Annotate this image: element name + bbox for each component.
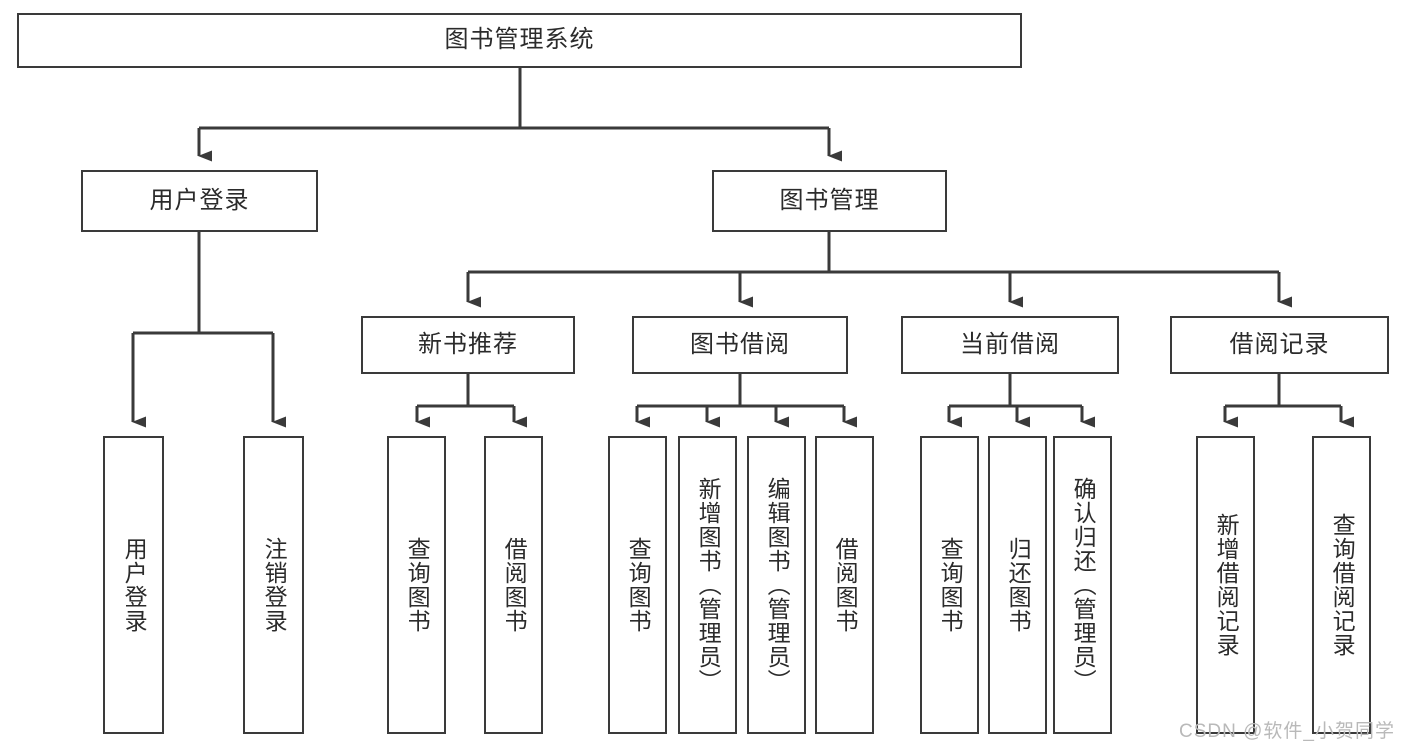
node-book-borrow-label: 图书借阅 [690,330,790,358]
node-leaf-add-borrow-record-label: 新增借阅记录 [1213,513,1240,657]
node-book-manage-label: 图书管理 [779,186,880,214]
node-leaf-confirm-return-admin-label: 确认归还（管理员） [1070,477,1097,693]
node-book-manage[interactable]: 图书管理 [712,170,947,232]
node-leaf-borrow-book-recommend[interactable]: 借阅图书 [484,436,543,734]
node-borrow-record[interactable]: 借阅记录 [1170,316,1389,374]
node-leaf-query-book-recommend-label: 查询图书 [404,537,431,633]
node-leaf-edit-book-admin[interactable]: 编辑图书（管理员） [747,436,806,734]
node-book-borrow[interactable]: 图书借阅 [632,316,848,374]
node-leaf-user-logout-label: 注销登录 [261,537,288,633]
node-leaf-add-book-admin[interactable]: 新增图书（管理员） [678,436,737,734]
node-user-login-label: 用户登录 [149,186,250,214]
node-leaf-query-borrow-record-label: 查询借阅记录 [1329,513,1356,657]
node-root[interactable]: 图书管理系统 [17,13,1022,68]
node-current-borrow[interactable]: 当前借阅 [901,316,1119,374]
csdn-watermark: CSDN @软件_小贺同学 [1179,721,1395,742]
node-leaf-user-login-label: 用户登录 [121,537,148,633]
node-user-login[interactable]: 用户登录 [81,170,318,232]
node-leaf-add-borrow-record[interactable]: 新增借阅记录 [1196,436,1255,734]
node-leaf-user-logout[interactable]: 注销登录 [243,436,304,734]
node-leaf-user-login[interactable]: 用户登录 [103,436,164,734]
node-leaf-return-book[interactable]: 归还图书 [988,436,1047,734]
node-leaf-query-book-recommend[interactable]: 查询图书 [387,436,446,734]
node-leaf-borrow-book[interactable]: 借阅图书 [815,436,874,734]
node-root-label: 图书管理系统 [444,26,595,54]
node-leaf-return-book-label: 归还图书 [1005,537,1032,633]
node-new-book-recommend[interactable]: 新书推荐 [361,316,575,374]
node-leaf-edit-book-admin-label: 编辑图书（管理员） [764,477,791,693]
node-new-book-recommend-label: 新书推荐 [418,330,518,358]
node-leaf-confirm-return-admin[interactable]: 确认归还（管理员） [1053,436,1112,734]
node-leaf-borrow-book-recommend-label: 借阅图书 [501,537,528,633]
node-leaf-query-book-current[interactable]: 查询图书 [920,436,979,734]
node-leaf-query-book-borrow[interactable]: 查询图书 [608,436,667,734]
node-leaf-borrow-book-label: 借阅图书 [832,537,859,633]
node-leaf-add-book-admin-label: 新增图书（管理员） [695,477,722,693]
node-leaf-query-book-borrow-label: 查询图书 [625,537,652,633]
node-leaf-query-borrow-record[interactable]: 查询借阅记录 [1312,436,1371,734]
node-borrow-record-label: 借阅记录 [1229,330,1330,358]
node-current-borrow-label: 当前借阅 [960,330,1060,358]
node-leaf-query-book-current-label: 查询图书 [937,537,964,633]
